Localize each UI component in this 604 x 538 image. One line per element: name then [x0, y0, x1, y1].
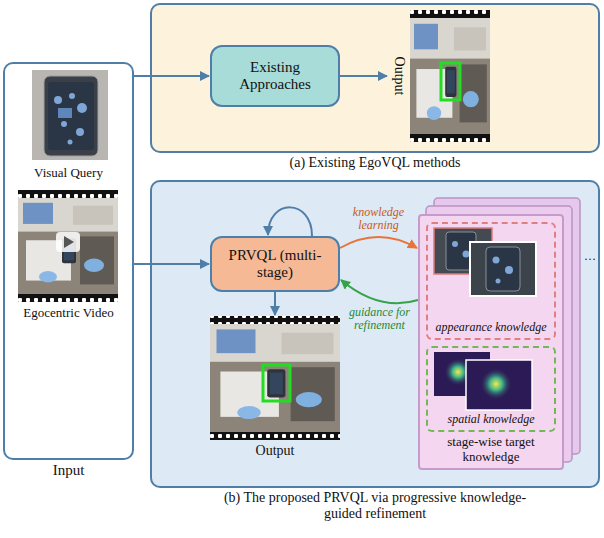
- panel-caption: (b) The proposed PRVQL via progressive k…: [210, 490, 540, 522]
- panel-fill: [150, 180, 600, 488]
- method-panel: (a) Existing EgoVQL methodsExisting Appr…: [150, 3, 600, 153]
- connector-arrow: [268, 207, 312, 236]
- appearance-crops: [434, 228, 536, 296]
- node-label: stage-wise target knowledge: [420, 435, 562, 465]
- knowledge-box: spatial knowledge: [426, 346, 556, 432]
- visual-query-image: [32, 70, 108, 160]
- process-box: Existing Approaches: [210, 45, 340, 107]
- output-frame: Output: [390, 10, 490, 142]
- output-frame: Output: [210, 316, 340, 462]
- node-label: appearance knowledge: [428, 321, 554, 335]
- panel-fill: [150, 3, 600, 153]
- node-label: PRVQL (multi-stage): [223, 247, 327, 282]
- edge-label: guidance for refinement: [344, 306, 416, 332]
- knowledge-card: stage-wise target knowledge appearance kn…: [418, 214, 564, 470]
- input-panel: Input: [3, 62, 134, 460]
- node-label: Output: [210, 443, 340, 459]
- process-box: PRVQL (multi-stage): [210, 236, 340, 292]
- knowledge-box: appearance knowledge: [426, 222, 556, 340]
- connector-arrow: [341, 280, 418, 303]
- connector-arrow: [134, 263, 209, 265]
- spatial-heatmaps: [434, 352, 532, 410]
- node-label: spatial knowledge: [428, 413, 554, 427]
- output-filmstrip: [410, 10, 490, 142]
- connector-arrow: [274, 292, 276, 315]
- image-caption: Egocentric Video: [3, 306, 134, 321]
- connector-arrow: [340, 237, 417, 248]
- panel-caption: Input: [3, 462, 134, 479]
- output-filmstrip: [210, 316, 340, 440]
- panel-caption: (a) Existing EgoVQL methods: [150, 155, 600, 171]
- node-label: Existing Approaches: [223, 59, 327, 94]
- node-label: Output: [391, 57, 407, 96]
- connector-arrow: [134, 75, 209, 77]
- ellipsis: …: [583, 250, 597, 264]
- connector-arrow: [340, 75, 387, 77]
- video-filmstrip: [18, 190, 118, 302]
- image-caption: Visual Query: [3, 166, 134, 181]
- edge-label: knowledge learning: [343, 206, 415, 232]
- stacked-cards: [418, 198, 580, 470]
